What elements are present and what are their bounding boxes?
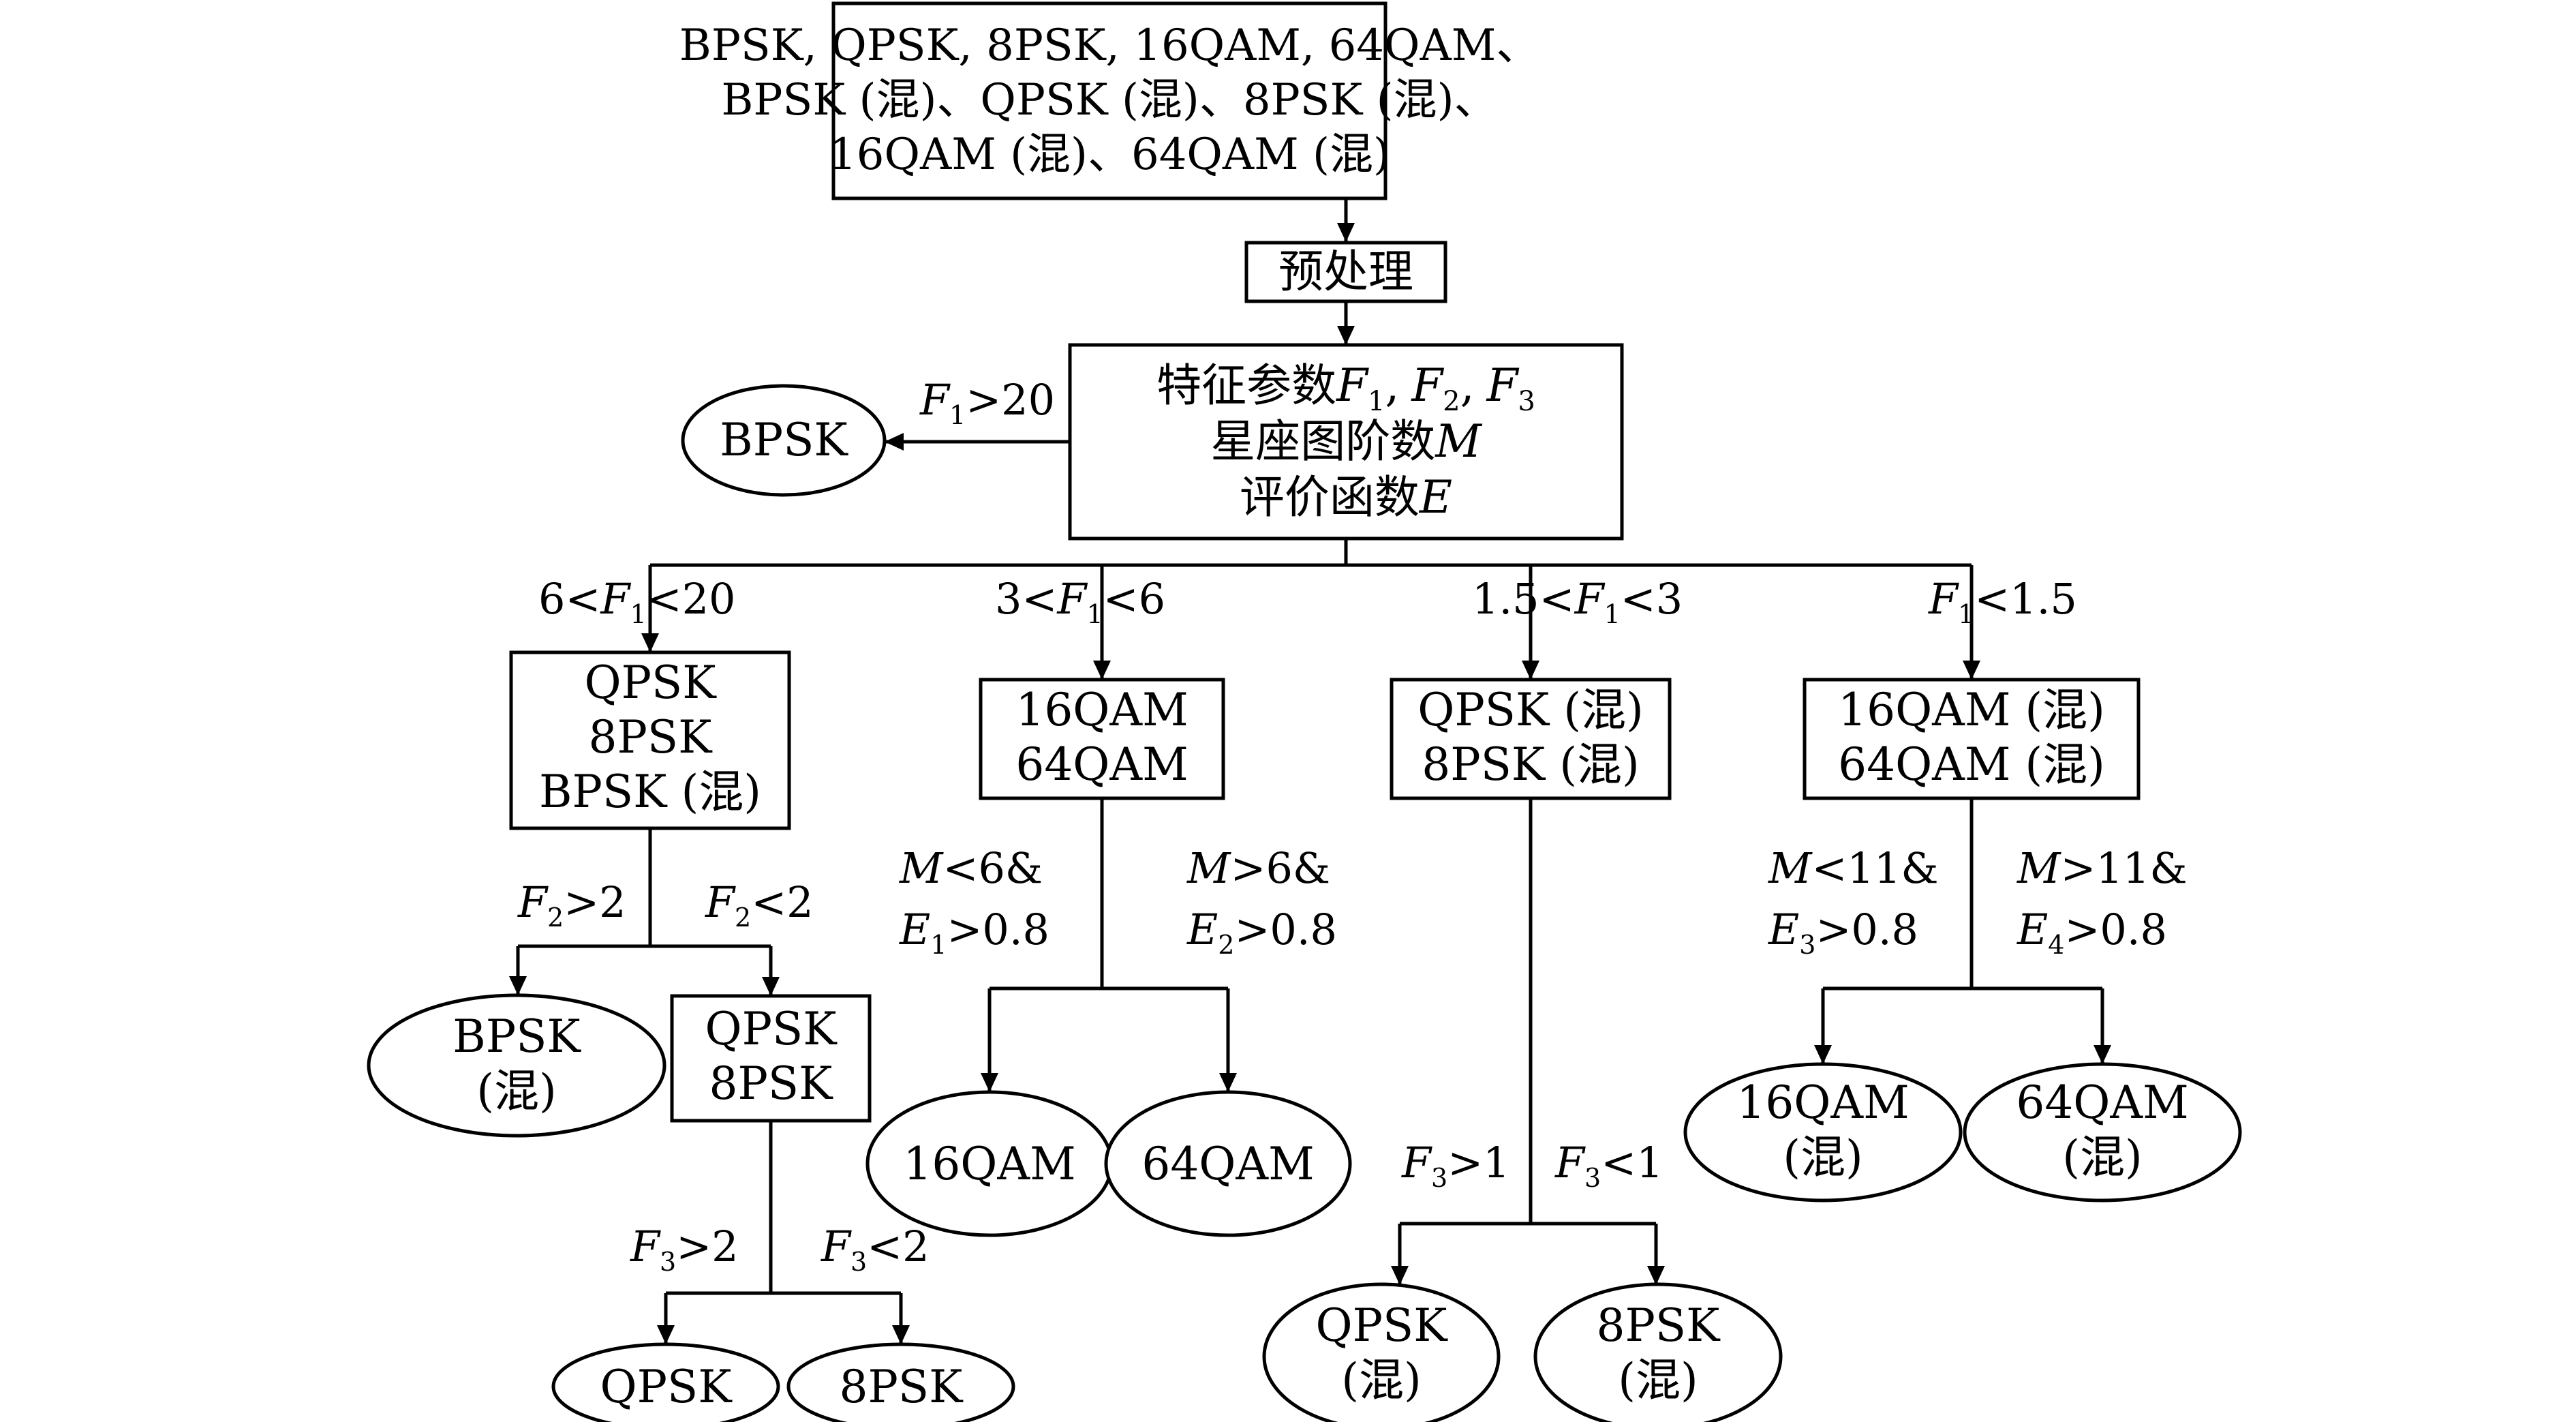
arrow-head xyxy=(1337,223,1355,242)
svg-text:QPSK: QPSK xyxy=(584,656,717,709)
arrow-head xyxy=(981,1073,998,1092)
leaf-bpsk-mixed: BPSK (混) xyxy=(367,993,666,1138)
svg-text:8PSK: 8PSK xyxy=(589,711,714,763)
arrow-head xyxy=(657,1325,675,1344)
svg-text:64QAM: 64QAM xyxy=(1141,1138,1314,1190)
arrow-head xyxy=(1647,1266,1665,1285)
svg-text:16QAM: 16QAM xyxy=(903,1138,1075,1190)
arrow-head xyxy=(1522,661,1539,680)
edges xyxy=(509,198,2111,1344)
svg-text:8PSK: 8PSK xyxy=(709,1057,834,1110)
svg-text:(混): (混) xyxy=(2062,1131,2143,1183)
edge-labels: F1>20 6<F1<20 3<F1<6 1.5<F1<3 F1<1.5 F2>… xyxy=(517,375,2188,1277)
leaf-8psk-mixed: 8PSK (混) xyxy=(1533,1282,1783,1422)
svg-text:(混): (混) xyxy=(1341,1354,1422,1406)
cond-b4: F1<1.5 xyxy=(1928,574,2077,629)
leaf-64qam: 64QAM xyxy=(1104,1090,1352,1237)
cond-e1: E1>0.8 xyxy=(899,905,1049,960)
root-line-2: BPSK (混)、QPSK (混)、8PSK (混)、 xyxy=(721,75,1497,125)
svg-text:(混): (混) xyxy=(1783,1131,1863,1183)
svg-text:8PSK (混): 8PSK (混) xyxy=(1422,738,1639,791)
arrow-head xyxy=(1093,661,1111,680)
cond-b2: 3<F1<6 xyxy=(995,574,1165,629)
cond-e2: E2>0.8 xyxy=(1186,905,1337,960)
arrow-head xyxy=(1814,1045,1832,1064)
cond-f3-lt-2: F3<2 xyxy=(821,1222,930,1277)
svg-text:8PSK: 8PSK xyxy=(840,1361,964,1413)
leaf-8psk: 8PSK xyxy=(786,1342,1015,1422)
arrow-head xyxy=(892,1325,910,1344)
cond-e4: E4>0.8 xyxy=(2017,905,2167,960)
cond-m-gt-6: M>6& xyxy=(1186,843,1330,893)
leaf-16qam: 16QAM xyxy=(865,1090,1114,1237)
svg-text:QPSK (混): QPSK (混) xyxy=(1417,684,1644,736)
svg-text:BPSK (混): BPSK (混) xyxy=(539,766,761,818)
svg-text:64QAM: 64QAM xyxy=(1015,738,1188,791)
feature-line-1-text: 特征参数 xyxy=(1156,359,1336,412)
svg-text:64QAM (混): 64QAM (混) xyxy=(1838,738,2105,791)
arrow-head xyxy=(1963,661,1980,680)
arrow-head xyxy=(509,976,527,995)
svg-text:16QAM: 16QAM xyxy=(1736,1076,1909,1129)
svg-text:QPSK: QPSK xyxy=(1315,1299,1448,1352)
cond-f3-gt-2: F3>2 xyxy=(630,1222,739,1277)
cond-f3-gt-1: F3>1 xyxy=(1401,1138,1510,1193)
cond-m-lt-11: M<11& xyxy=(1768,843,1939,893)
cond-e3: E3>0.8 xyxy=(1768,905,1918,960)
cond-f2-gt: F2>2 xyxy=(517,877,626,933)
arrow-head xyxy=(1219,1073,1237,1092)
leaf-64qam-mixed: 64QAM (混) xyxy=(1963,1062,2242,1202)
feature-line-2: 星座图阶数M xyxy=(1210,415,1482,468)
feature-line-3: 评价函数E xyxy=(1240,471,1452,524)
cond-m-gt-11: M>11& xyxy=(2017,843,2188,893)
arrow-head xyxy=(885,433,904,451)
svg-text:QPSK: QPSK xyxy=(705,1003,838,1055)
svg-text:BPSK: BPSK xyxy=(453,1010,581,1063)
leaf-16qam-mixed: 16QAM (混) xyxy=(1683,1062,1963,1202)
arrow-head xyxy=(1391,1266,1409,1285)
feature-line-1: 特征参数F1,F2,F3 xyxy=(1156,359,1535,417)
svg-text:64QAM: 64QAM xyxy=(2016,1076,2188,1129)
svg-text:QPSK: QPSK xyxy=(600,1361,733,1413)
preprocess-label: 预处理 xyxy=(1278,245,1413,298)
cond-b1: 6<F1<20 xyxy=(538,574,735,629)
arrow-head xyxy=(1337,326,1355,345)
cond-f2-lt: F2<2 xyxy=(705,877,814,933)
root-line-1: BPSK, QPSK, 8PSK, 16QAM, 64QAM、 xyxy=(679,20,1539,71)
svg-text:BPSK: BPSK xyxy=(720,414,848,466)
branch-3-box: QPSK (混) 8PSK (混) xyxy=(1390,678,1672,800)
svg-text:(混): (混) xyxy=(476,1065,557,1117)
root-line-3: 16QAM (混)、64QAM (混) xyxy=(829,130,1390,180)
svg-text:16QAM: 16QAM xyxy=(1015,684,1188,736)
sub-box-qpsk-8psk: QPSK 8PSK xyxy=(670,994,872,1123)
arrow-head xyxy=(762,977,780,996)
branch-4-box: 16QAM (混) 64QAM (混) xyxy=(1803,678,2141,800)
arrow-head xyxy=(641,633,659,652)
preprocess-box: 预处理 xyxy=(1244,241,1447,303)
leaf-qpsk-mixed: QPSK (混) xyxy=(1262,1282,1501,1422)
leaf-qpsk: QPSK xyxy=(551,1342,780,1422)
branch-1-box: QPSK 8PSK BPSK (混) xyxy=(509,650,791,830)
cond-f3-lt-1: F3<1 xyxy=(1554,1138,1663,1193)
cond-b3: 1.5<F1<3 xyxy=(1472,574,1683,629)
feature-box: 特征参数F1,F2,F3 星座图阶数M 评价函数E xyxy=(1068,343,1624,541)
root-box: BPSK, QPSK, 8PSK, 16QAM, 64QAM、 BPSK (混)… xyxy=(679,1,1539,200)
svg-text:(混): (混) xyxy=(1618,1354,1698,1406)
arrow-head xyxy=(2094,1045,2111,1064)
svg-text:16QAM (混): 16QAM (混) xyxy=(1838,684,2105,736)
cond-m-lt-6: M<6& xyxy=(899,843,1043,893)
cond-f1-gt-20: F1>20 xyxy=(919,375,1055,430)
branch-2-box: 16QAM 64QAM xyxy=(979,678,1225,800)
leaf-bpsk-top: BPSK xyxy=(681,384,887,497)
svg-text:8PSK: 8PSK xyxy=(1597,1299,1721,1352)
